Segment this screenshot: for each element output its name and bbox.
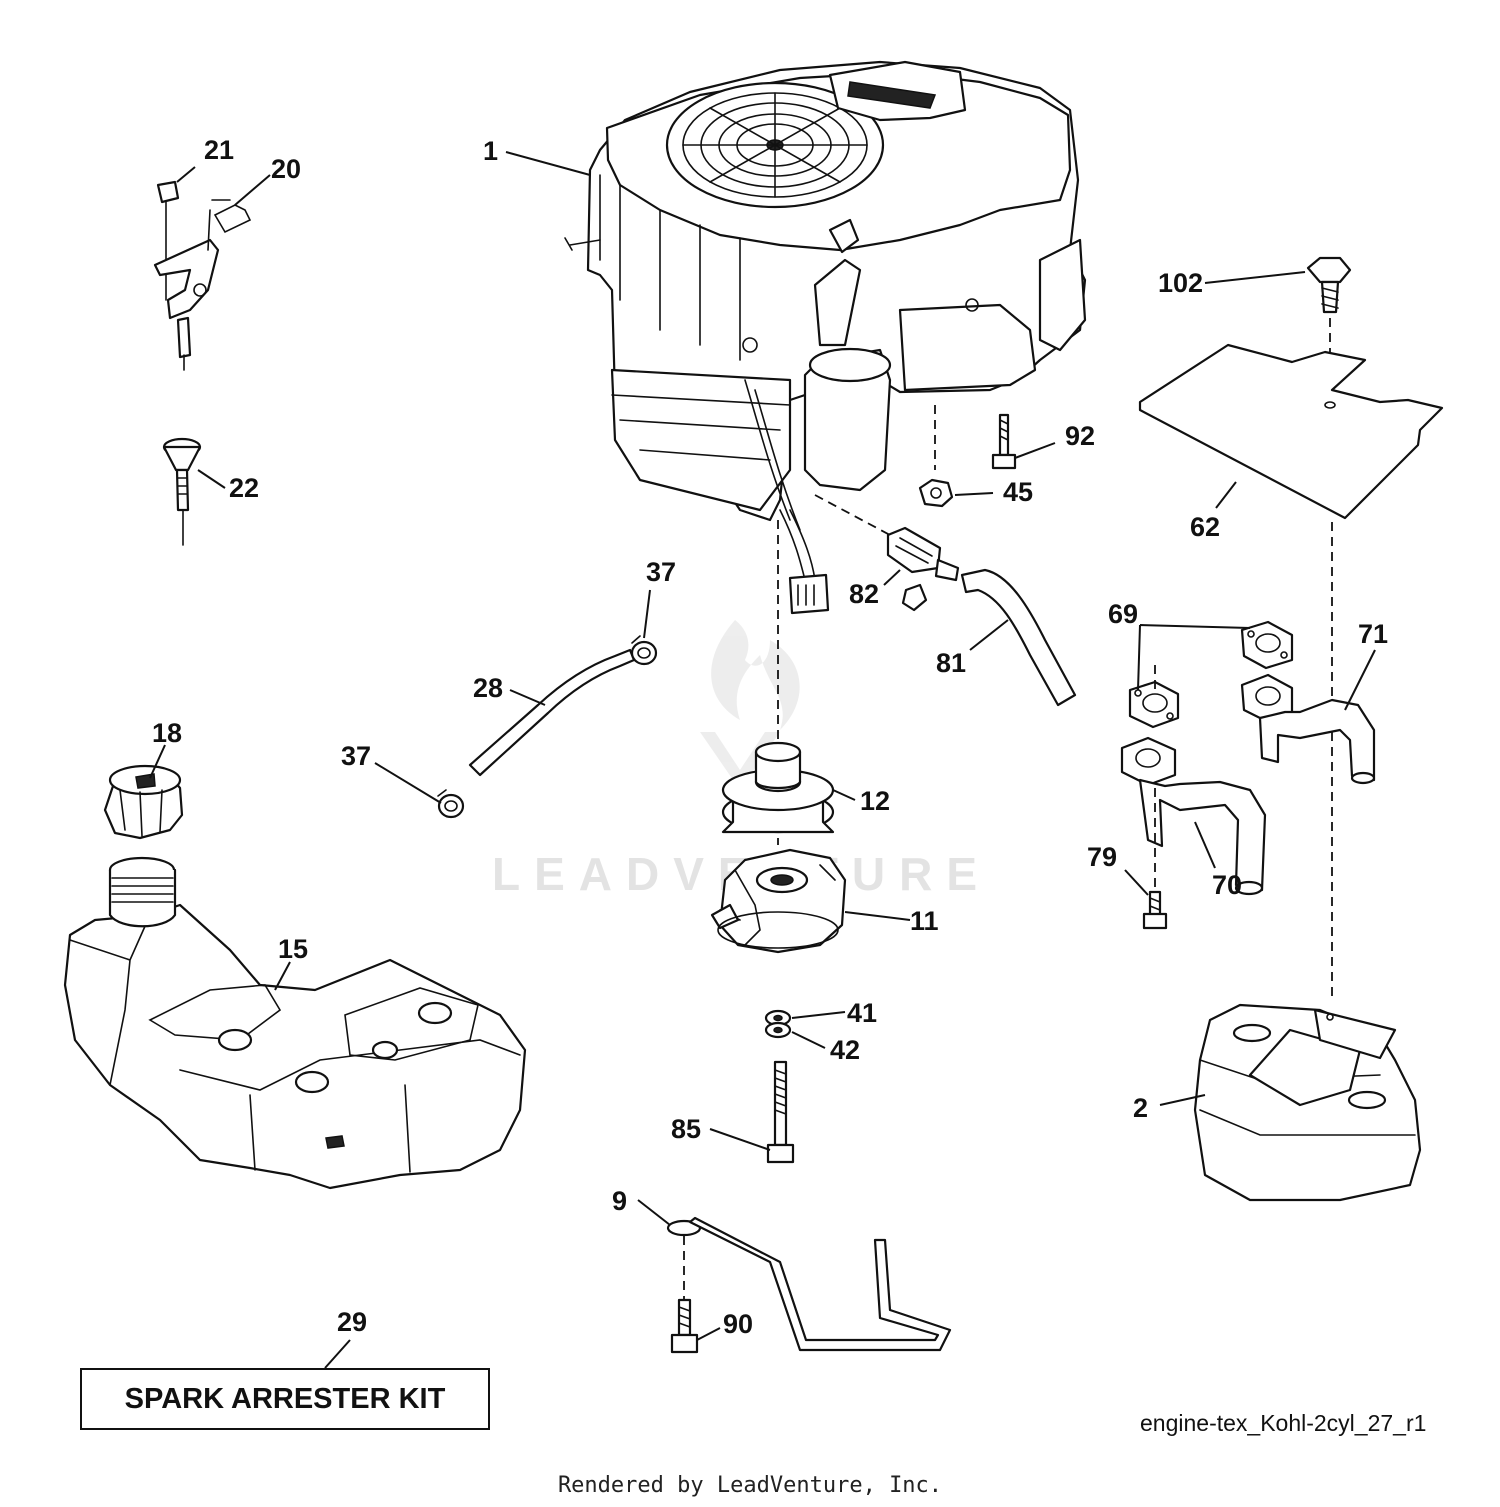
spark-arrester-kit-box: SPARK ARRESTER KIT	[80, 1368, 490, 1430]
heat-shield-62-drawing	[1138, 343, 1444, 520]
callout-20: 20	[271, 154, 301, 184]
callout-15: 15	[278, 934, 308, 964]
callout-82: 82	[849, 579, 879, 609]
rod-9-drawing	[666, 1216, 952, 1352]
callout-37-lower: 37	[341, 741, 371, 771]
diagram-id: engine-tex_Kohl-2cyl_27_r1	[1140, 1410, 1427, 1436]
callout-9: 9	[612, 1186, 627, 1216]
washer-41-drawing	[764, 1009, 792, 1027]
hose-clamp-37-upper-drawing	[630, 635, 658, 666]
pto-pulley-drawing	[721, 741, 835, 834]
throttle-bracket-drawing	[153, 180, 252, 371]
exhaust-gasket-69-upper-drawing	[1240, 620, 1294, 670]
spark-arrester-kit-label: SPARK ARRESTER KIT	[124, 1382, 446, 1415]
callout-81: 81	[936, 648, 966, 678]
callout-102: 102	[1158, 268, 1203, 298]
exhaust-bolt-79-drawing	[1142, 890, 1168, 930]
callout-45: 45	[1003, 477, 1033, 507]
callout-22: 22	[229, 473, 259, 503]
choke-knob-drawing	[162, 437, 202, 546]
fuel-line-drawing	[468, 648, 636, 777]
callout-42: 42	[830, 1035, 860, 1065]
hose-clamp-37-lower-drawing	[437, 789, 465, 819]
oil-drain-valve-drawing	[886, 526, 960, 612]
leader-lines	[149, 151, 1376, 1369]
oil-filter-centerline	[814, 494, 891, 536]
bolt-92-drawing	[991, 413, 1017, 470]
engine-cooling-grille	[682, 92, 868, 198]
callout-29: 29	[337, 1307, 367, 1337]
exhaust-pipe-71-drawing	[1240, 673, 1376, 785]
exhaust-pipe-70-drawing	[1120, 736, 1267, 896]
fuel-cap-drawing	[103, 764, 184, 840]
callout-85: 85	[671, 1114, 701, 1144]
engine-drawing	[564, 60, 1087, 615]
callout-69: 69	[1108, 599, 1138, 629]
callout-90: 90	[723, 1309, 753, 1339]
shield-bolt-102-drawing	[1306, 256, 1352, 314]
callout-41: 41	[847, 998, 877, 1028]
callout-62: 62	[1190, 512, 1220, 542]
fuel-tank-drawing	[63, 856, 527, 1190]
callout-79: 79	[1087, 842, 1117, 872]
heat-shield-hole	[1324, 401, 1336, 409]
callout-71: 71	[1358, 619, 1388, 649]
hex-nut-45-hole	[930, 487, 942, 499]
muffler-drawing	[1193, 1003, 1422, 1202]
callout-37-upper: 37	[646, 557, 676, 587]
electric-pto-clutch-drawing	[710, 848, 847, 954]
washer-42-drawing	[764, 1021, 792, 1039]
callout-70: 70	[1212, 870, 1242, 900]
callout-92: 92	[1065, 421, 1095, 451]
callout-2: 2	[1133, 1093, 1148, 1123]
callout-21: 21	[204, 135, 234, 165]
callout-1: 1	[483, 136, 498, 166]
callout-11: 11	[910, 906, 939, 936]
footer-credit: Rendered by LeadVenture, Inc.	[557, 1473, 943, 1498]
callout-18: 18	[152, 718, 182, 748]
callout-12: 12	[860, 786, 890, 816]
callout-28: 28	[473, 673, 503, 703]
bolt-90-drawing	[670, 1298, 699, 1354]
oil-drain-hose-drawing	[960, 568, 1077, 707]
hex-nut-45-drawing	[918, 478, 954, 508]
pto-bolt-85-drawing	[766, 1060, 795, 1164]
